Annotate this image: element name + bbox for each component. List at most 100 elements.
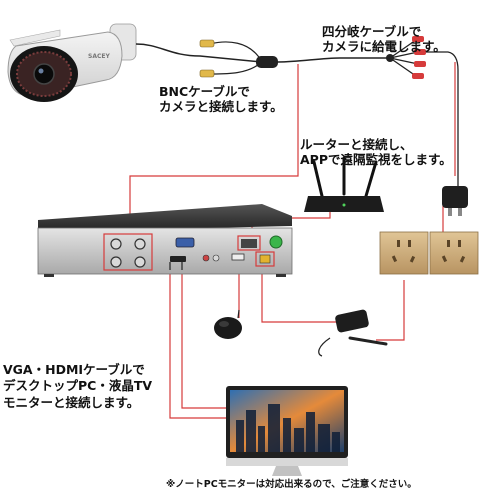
monitor-stand xyxy=(272,466,302,476)
outlet-right-hole-4 xyxy=(459,255,466,263)
skyline-bldg-6 xyxy=(294,428,304,452)
splitter-branch-2 xyxy=(389,51,419,59)
bnc-port-2 xyxy=(134,238,146,250)
vga-callout-line-1: VGA・HDMIケーブルで xyxy=(3,362,145,377)
splitter-plug-4 xyxy=(412,73,424,79)
hdmi-line xyxy=(181,262,232,409)
splitter-callout-line-1: 四分岐ケーブルで xyxy=(322,24,422,39)
bnc-callout-line-2: カメラと接続します。 xyxy=(159,99,283,115)
camera-lens-glint xyxy=(38,68,44,74)
audio-port-2 xyxy=(212,254,220,262)
splitter-branch-4 xyxy=(389,57,417,77)
splitter-callout-line-2: カメラに給電します。 xyxy=(322,39,446,55)
skyline-bldg-2 xyxy=(246,410,256,452)
outlet-right-holes xyxy=(441,240,466,263)
splitter-plug-1 xyxy=(412,36,424,42)
router-led xyxy=(342,203,346,207)
lcd-monitor xyxy=(226,386,348,476)
outlet-left-hole-4 xyxy=(409,255,416,263)
dvr-power-adapter xyxy=(318,309,388,357)
mouse-cable xyxy=(237,309,240,319)
bullet-camera: SACEY xyxy=(7,23,263,102)
bnc-callout-line-1: BNCケーブルで xyxy=(159,84,250,99)
bnc-port-group xyxy=(110,238,146,268)
monitor-city-skyline xyxy=(236,404,340,452)
bnc-port-frame xyxy=(103,233,153,271)
adapter-cable xyxy=(318,337,331,357)
pigtail-junction xyxy=(256,56,278,68)
power-port xyxy=(259,254,271,264)
usb-mouse xyxy=(214,309,242,339)
bnc-callout: BNCケーブルで カメラと接続します。 xyxy=(159,84,283,115)
pigtail-wire-1 xyxy=(209,41,263,63)
dvr-power-line xyxy=(261,262,345,323)
outlet-left-hole-2 xyxy=(408,240,411,247)
adapter-body xyxy=(335,309,369,333)
power-port-frame xyxy=(255,251,275,267)
splitter-hub xyxy=(386,54,394,62)
skyline-bldg-8 xyxy=(318,424,330,452)
router-antenna-1 xyxy=(312,160,324,198)
skyline-bldg-7 xyxy=(306,412,315,452)
usb-port xyxy=(231,253,245,261)
splitter-callout: 四分岐ケーブルで カメラに給電します。 xyxy=(322,24,446,55)
monitor-chin xyxy=(226,458,348,466)
outlet-left-holes xyxy=(391,240,416,263)
lan-port xyxy=(241,239,257,248)
outlet-left xyxy=(379,231,429,275)
skyline-bldg-5 xyxy=(283,418,291,452)
outlet-right xyxy=(429,231,479,275)
camera-adapter-body xyxy=(442,186,468,208)
mouse-body xyxy=(214,317,242,339)
camera-pigtail xyxy=(199,39,390,78)
vga-hdmi-callout: VGA・HDMIケーブルで デスクトップPC・液晶TV モニターと接続します。 xyxy=(3,362,152,411)
camera-lens xyxy=(33,63,55,85)
vga-port xyxy=(175,237,195,248)
monitor-cable-stubs xyxy=(169,262,183,270)
vga-callout-line-2: デスクトップPC・液晶TV xyxy=(3,378,153,394)
router-callout-line-1: ルーターと接続し、 xyxy=(300,137,413,152)
splitter-branch-1 xyxy=(389,39,417,59)
wall-outlets xyxy=(379,231,479,275)
dvr-top xyxy=(38,204,292,232)
camera-power-adapter xyxy=(442,186,468,216)
vga-callout-line-3: モニターと接続します。 xyxy=(3,394,140,410)
dvr-feet-left xyxy=(44,274,54,277)
splitter-plug-3 xyxy=(414,61,426,67)
skyline-bldg-4 xyxy=(268,404,280,452)
bnc-port-4 xyxy=(134,256,146,268)
pigtail-wire-2 xyxy=(211,61,263,75)
skyline-bldg-9 xyxy=(332,432,340,452)
audio-port xyxy=(202,254,210,262)
dc-connector xyxy=(199,69,215,78)
bnc-line xyxy=(129,64,299,226)
camera-cable xyxy=(135,43,263,63)
outlet-right-hole-2 xyxy=(458,240,461,247)
vga-line xyxy=(169,268,232,419)
camera-adapter-prong-2 xyxy=(458,208,462,216)
lan-port-frame xyxy=(237,235,261,251)
splitter-plug-2 xyxy=(414,49,426,55)
camera-sunshield xyxy=(9,29,61,47)
mouse-highlight xyxy=(219,321,229,327)
four-way-splitter xyxy=(386,36,459,186)
camera-adapter-prong xyxy=(448,208,452,216)
hdmi-port xyxy=(170,256,186,262)
camera-brand: SACEY xyxy=(88,53,110,60)
splitter-branch-3 xyxy=(389,57,419,65)
router-callout-line-2: APPで遠隔監視をします。 xyxy=(300,152,452,168)
bnc-port-3 xyxy=(110,256,122,268)
bnc-port-1 xyxy=(110,238,122,250)
dvr-feet-right xyxy=(276,274,286,277)
outlet-left-hole-1 xyxy=(397,240,400,247)
junction-to-splitter-cable xyxy=(277,57,390,63)
skyline-bldg-3 xyxy=(258,426,265,452)
skyline-bldg-1 xyxy=(236,420,244,452)
dvr-green-switch xyxy=(269,235,283,249)
adapter-to-outlet-line xyxy=(376,280,405,341)
router-callout: ルーターと接続し、 APPで遠隔監視をします。 xyxy=(300,137,452,168)
splitter-to-adapter-cable xyxy=(426,51,459,186)
dvr-recorder xyxy=(37,204,293,277)
dvr-back-panel xyxy=(37,227,293,275)
